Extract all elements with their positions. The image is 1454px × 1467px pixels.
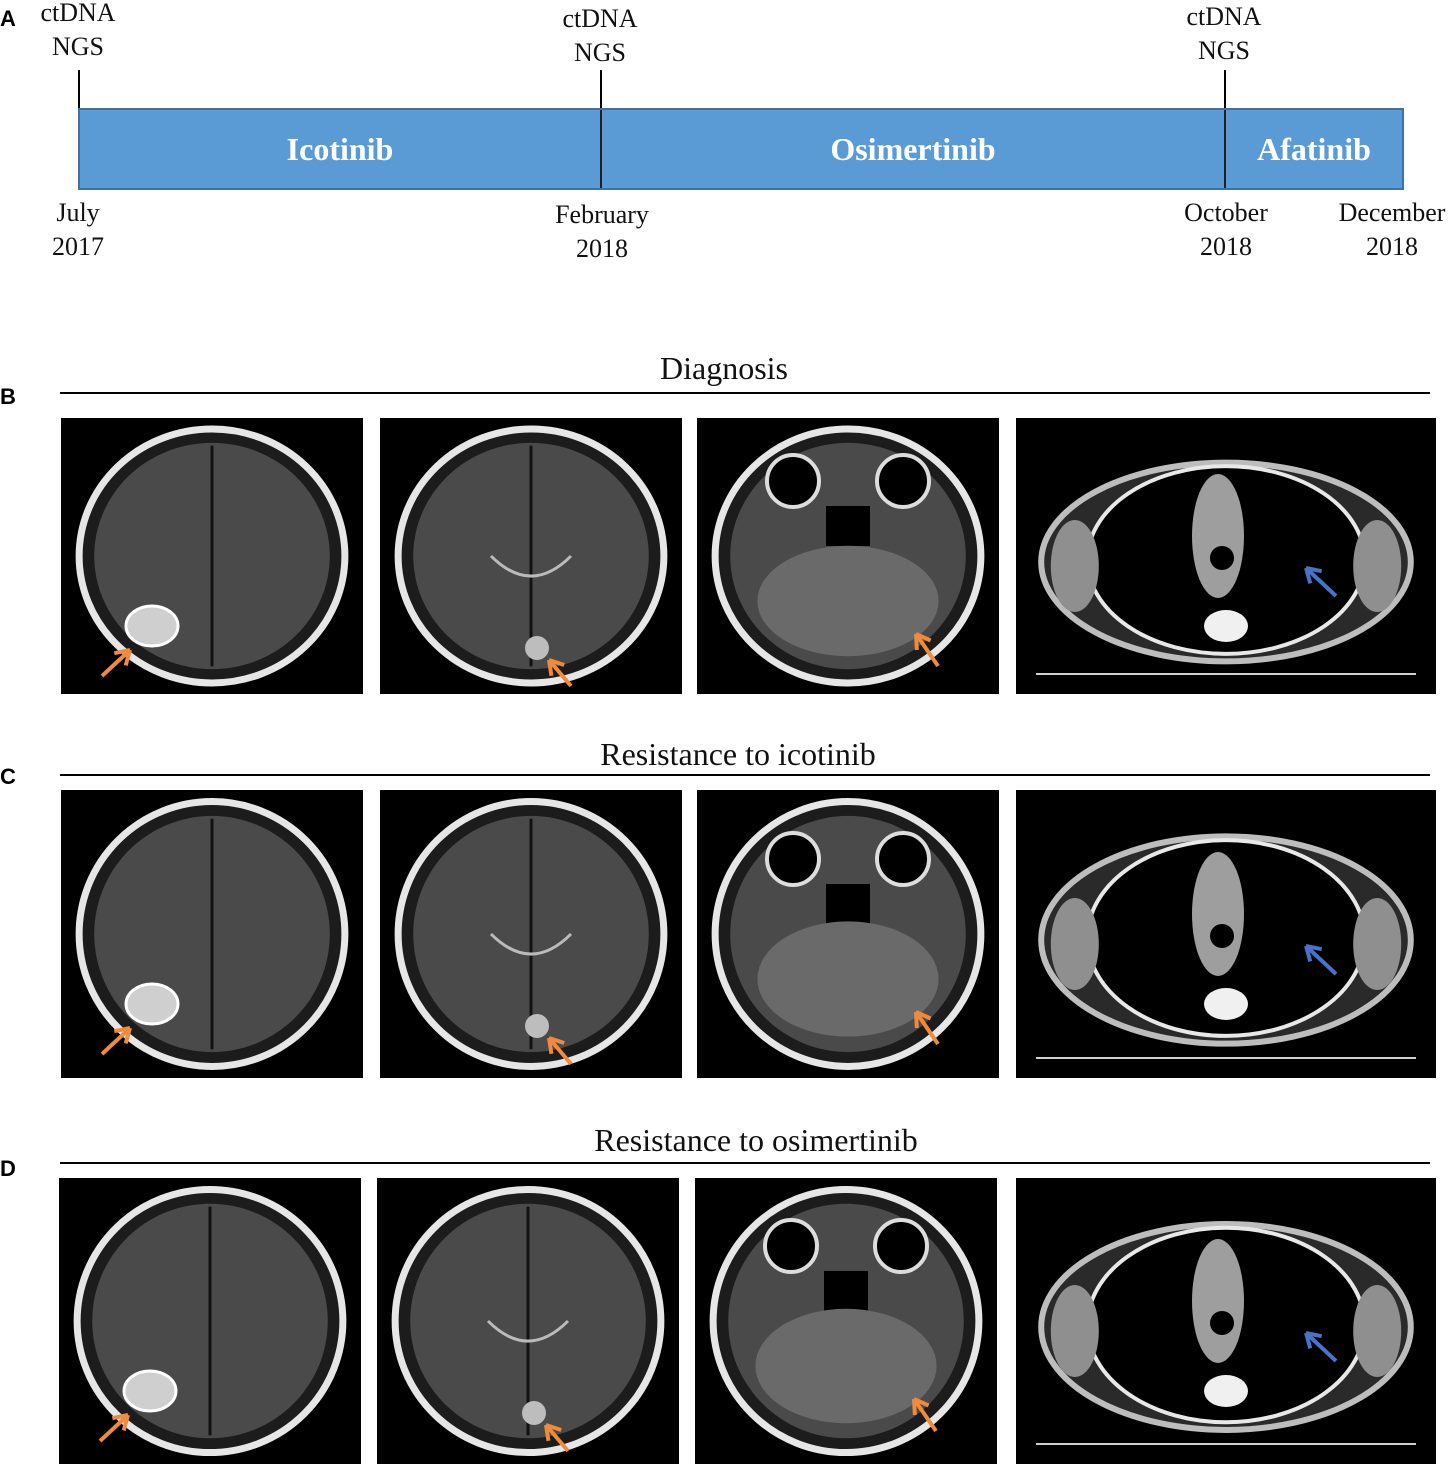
lesion-arrow [1304, 1331, 1338, 1363]
section-rule-c [60, 774, 1430, 776]
scan-illustration [394, 425, 668, 688]
scan-d-chest-ct [1016, 1178, 1436, 1464]
event-tick-1 [78, 70, 80, 110]
event-label-2: ctDNA NGS [562, 4, 638, 67]
scan-c-brain-mri-parietal [61, 790, 363, 1078]
date-label-october-2018: October 2018 [1184, 198, 1268, 261]
scan-illustration [75, 798, 349, 1070]
section-title-resistance-icotinib: Resistance to icotinib [600, 736, 876, 772]
lesion-arrow [100, 1026, 132, 1056]
scan-c-brain-mri-occipital [380, 790, 682, 1078]
lesion-arrow [547, 1036, 573, 1066]
section-title-diagnosis: Diagnosis [660, 350, 788, 386]
event-tick-2 [600, 70, 602, 110]
event-label-3: ctDNA NGS [1186, 2, 1262, 65]
scan-d-brain-mri-parietal [59, 1178, 361, 1464]
scan-b-brain-mri-parietal [61, 418, 363, 694]
scan-illustration [391, 1185, 665, 1457]
scan-illustration [394, 798, 668, 1070]
lesion-arrow [914, 1010, 940, 1046]
scan-illustration [711, 798, 985, 1070]
scan-illustration [73, 1185, 347, 1457]
scan-b-brain-mri-occipital [380, 418, 682, 694]
event-label-1: ctDNA NGS [40, 0, 116, 61]
scan-illustration [1036, 459, 1416, 675]
scan-illustration [1036, 833, 1416, 1059]
lesion-arrow [544, 1423, 570, 1453]
lesion-arrow [914, 632, 940, 668]
section-rule-b [60, 392, 1430, 394]
date-label-december-2018: December 2018 [1338, 198, 1446, 261]
panel-label-a: A [0, 6, 16, 31]
date-label-july-2017: July 2017 [52, 198, 104, 261]
scan-illustration [75, 425, 349, 687]
scan-b-brain-mri-cerebellar [697, 418, 999, 694]
scan-d-brain-mri-occipital [377, 1178, 679, 1464]
treatment-timeline-bar: Icotinib Osimertinib Afatinib [78, 108, 1404, 190]
lesion-arrow [1304, 566, 1338, 598]
segment-divider-1 [600, 110, 602, 188]
panel-label-b: B [0, 384, 16, 409]
section-title-resistance-osimertinib: Resistance to osimertinib [594, 1122, 918, 1158]
scan-illustration [1036, 1221, 1416, 1445]
scan-b-chest-ct [1016, 418, 1436, 694]
section-rule-d [60, 1162, 1430, 1164]
scan-c-brain-mri-cerebellar [697, 790, 999, 1078]
date-label-february-2018: February 2018 [555, 200, 649, 263]
segment-divider-2 [1224, 110, 1226, 188]
treatment-afatinib: Afatinib [1257, 130, 1371, 167]
treatment-icotinib: Icotinib [286, 130, 394, 167]
lesion-arrow [547, 658, 573, 688]
lesion-arrow [100, 648, 132, 678]
panel-label-d: D [0, 1156, 16, 1181]
lesion-arrow [98, 1413, 130, 1443]
lesion-arrow [912, 1397, 938, 1433]
scan-d-brain-mri-cerebellar [695, 1178, 997, 1464]
treatment-osimertinib: Osimertinib [830, 130, 996, 167]
lesion-arrow [1304, 944, 1338, 976]
scan-c-chest-ct [1016, 790, 1436, 1078]
scan-illustration [709, 1185, 983, 1457]
scan-illustration [711, 425, 985, 687]
panel-label-c: C [0, 764, 16, 789]
event-tick-3 [1224, 70, 1226, 110]
